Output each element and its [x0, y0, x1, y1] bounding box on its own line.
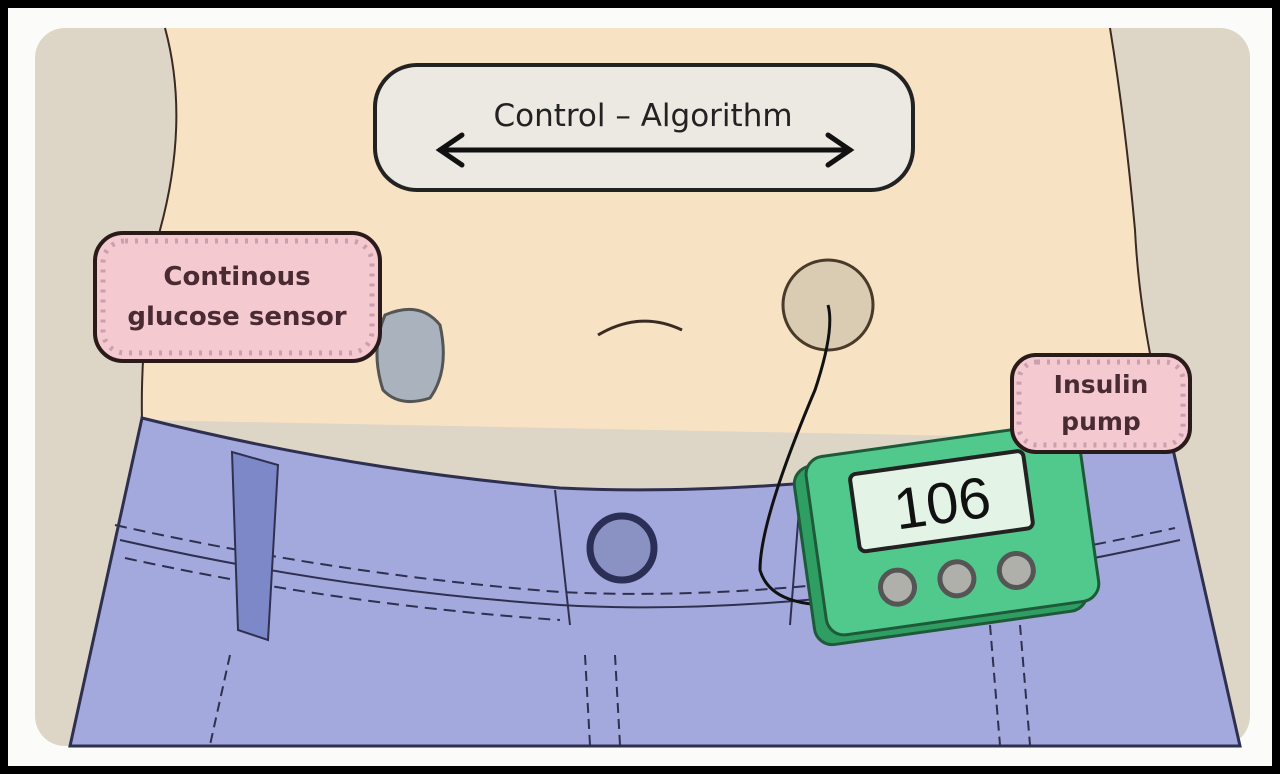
- pump-button-2: [937, 559, 977, 599]
- sensor-label-hatch: [100, 238, 375, 356]
- glucose-sensor-device: [375, 307, 445, 404]
- belt-loop: [230, 450, 280, 642]
- sensor-label-line1: Continous: [163, 262, 310, 292]
- double-arrow-icon: [435, 132, 855, 168]
- pump-label-line1: Insulin: [1054, 370, 1149, 399]
- insulin-pump-device: 106: [792, 421, 1101, 647]
- navel: [597, 319, 683, 337]
- pump-label-hatch: [1016, 359, 1186, 448]
- sensor-label-box: [93, 231, 382, 363]
- infusion-tube: [758, 304, 832, 607]
- control-algorithm-box: [373, 63, 915, 192]
- pocket-stitching: [209, 624, 1031, 746]
- pump-reading: 106: [890, 465, 995, 543]
- pump-label-box: [1010, 353, 1192, 454]
- sensor-label-line2: glucose sensor: [127, 302, 346, 332]
- pump-label-line2: pump: [1061, 407, 1141, 436]
- jeans-button: [586, 512, 658, 584]
- control-algorithm-title: Control – Algorithm: [493, 98, 792, 134]
- pump-button-1: [877, 567, 917, 607]
- pump-display: [848, 449, 1035, 554]
- waistband-stitching-lower: [124, 557, 561, 621]
- pump-button-3: [996, 550, 1036, 590]
